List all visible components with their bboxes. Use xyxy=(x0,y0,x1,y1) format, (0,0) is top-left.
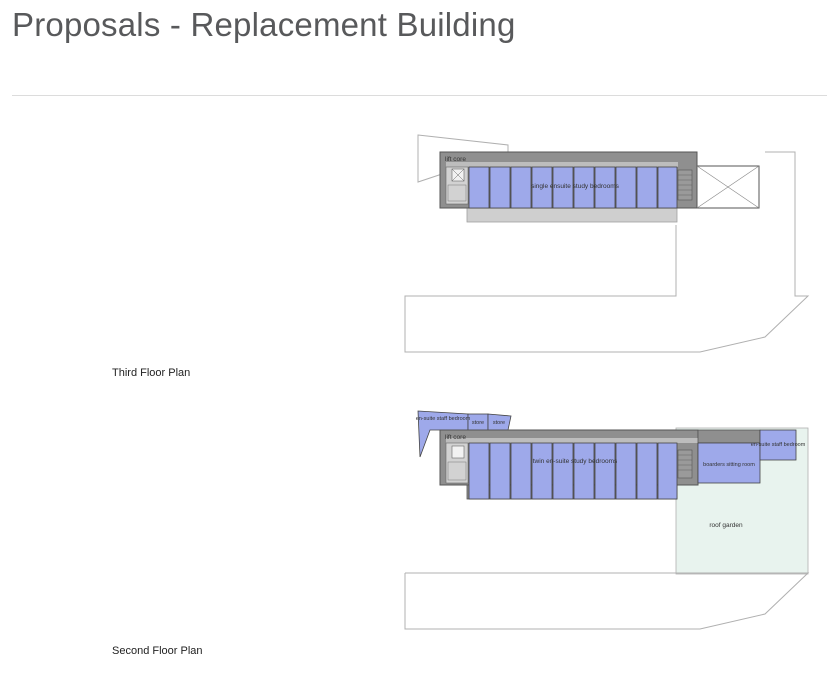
bedroom-room xyxy=(657,442,678,500)
corridor xyxy=(446,162,678,167)
bedroom-room xyxy=(489,166,511,209)
lift-stair xyxy=(447,461,467,481)
label-sitting-room: boarders sitting room xyxy=(703,462,755,468)
east-stair xyxy=(677,449,693,479)
label-store-1: store xyxy=(472,420,484,426)
sitting-room xyxy=(697,442,761,484)
label-bedrooms: single ensuite study bedrooms xyxy=(531,183,620,190)
bedroom-row xyxy=(468,166,678,209)
bedroom-room xyxy=(594,166,616,209)
bedroom-room xyxy=(594,442,616,500)
site-outline-lower xyxy=(404,572,810,630)
site-outline-lower xyxy=(404,151,810,353)
staff-bedroom-right xyxy=(759,429,797,461)
label-bedrooms: twin en-suite study bedrooms xyxy=(533,458,618,465)
label-store-2: store xyxy=(493,420,505,426)
lift-stair xyxy=(447,184,467,202)
label-roof-garden: roof garden xyxy=(709,522,743,529)
bedroom-room xyxy=(468,166,490,209)
label-staff-bedroom-right: en-suite staff bedroom xyxy=(751,442,806,448)
corridor xyxy=(446,438,758,443)
label-lift-core: lift core xyxy=(445,156,466,163)
second-floor-plan: en-suite staff bedroom store store lift … xyxy=(404,410,810,630)
bedroom-room xyxy=(636,442,658,500)
lift-shaft xyxy=(451,445,465,459)
title-divider xyxy=(12,95,827,96)
bedroom-room xyxy=(615,166,637,209)
bedroom-room xyxy=(615,442,637,500)
page-title: Proposals - Replacement Building xyxy=(12,6,516,43)
bedroom-room xyxy=(636,166,658,209)
bedroom-room xyxy=(552,166,574,209)
bedroom-room xyxy=(657,166,678,209)
bedroom-room xyxy=(573,166,595,209)
label-staff-bedroom-left: en-suite staff bedroom xyxy=(416,416,471,422)
bedroom-row xyxy=(468,442,678,500)
bedroom-room xyxy=(552,442,574,500)
bedroom-room xyxy=(468,442,490,500)
bedroom-room xyxy=(510,166,532,209)
bedroom-room xyxy=(531,442,553,500)
third-floor-caption: Third Floor Plan xyxy=(112,367,191,379)
lower-terrace xyxy=(466,207,678,223)
third-floor-plan: lift core single ensuite study bedrooms xyxy=(404,134,810,353)
bedroom-room xyxy=(573,442,595,500)
second-floor-caption: Second Floor Plan xyxy=(112,645,203,657)
bedroom-room xyxy=(531,166,553,209)
label-lift-core: lift core xyxy=(445,434,466,441)
bedroom-room xyxy=(489,442,511,500)
bedroom-room xyxy=(510,442,532,500)
